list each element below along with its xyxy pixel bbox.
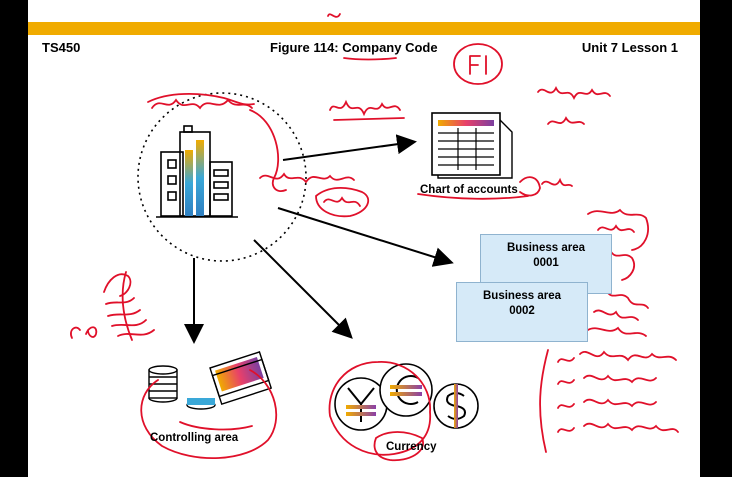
controlling-area-label: Controlling area (150, 432, 239, 444)
slide: TS450 Figure 114: Company Code Unit 7 Le… (28, 0, 700, 477)
header-bar (28, 22, 700, 35)
currency-icon (334, 363, 479, 431)
building-icon (156, 125, 238, 218)
business-area-card: Business area 0002 (456, 282, 588, 342)
business-area-title: Business area (483, 290, 561, 302)
business-area-code: 0002 (509, 305, 535, 317)
unit-lesson: Unit 7 Lesson 1 (581, 40, 678, 55)
currency-label: Currency (386, 441, 437, 453)
course-code: TS450 (42, 40, 81, 55)
controlling-area-icon (148, 351, 273, 410)
chart-of-accounts-icon (431, 112, 513, 179)
business-area-code: 0001 (533, 257, 559, 269)
company-node (137, 92, 307, 262)
relationship-arrows (184, 134, 454, 344)
chart-of-accounts-label: Chart of accounts (420, 184, 518, 196)
diagram-canvas (70, 13, 679, 462)
figure-title: Figure 114: Company Code (270, 40, 438, 55)
business-area-title: Business area (507, 242, 585, 254)
